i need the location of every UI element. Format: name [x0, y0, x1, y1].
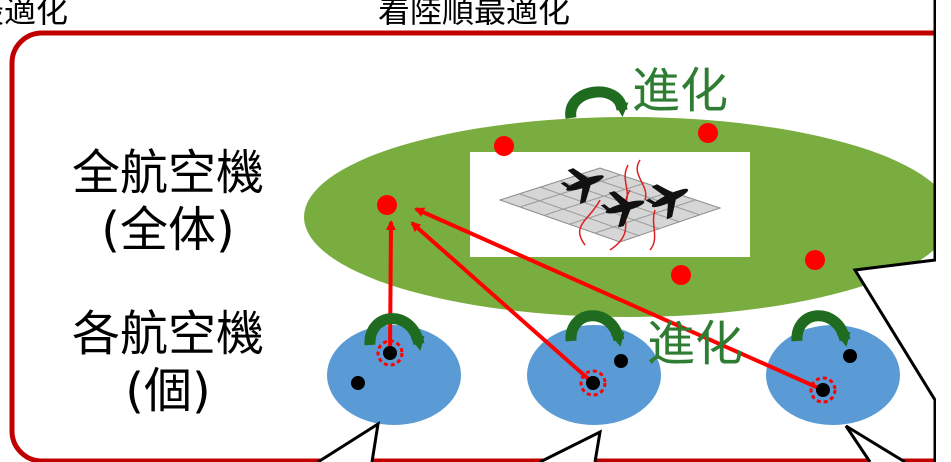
- curved-arrow-icon: [791, 310, 851, 347]
- header-center-clipped: 着陸順最適化: [378, 0, 570, 30]
- individual-point: [843, 349, 857, 363]
- all-aircraft-label: 全航空機: [72, 145, 264, 201]
- population-point: [377, 195, 397, 215]
- airplane-icon: [560, 168, 604, 205]
- airplane-icon: [600, 191, 645, 228]
- callout-tail: [539, 429, 602, 462]
- all-aircraft-sublabel: (全体): [101, 202, 234, 258]
- header-left-clipped: 最適化: [0, 0, 68, 30]
- population-point: [805, 250, 825, 270]
- individual-point: [351, 376, 365, 390]
- evolution-label-top: 進化: [632, 63, 728, 119]
- curved-arrow-icon: [565, 86, 629, 119]
- individual-point: [383, 346, 397, 360]
- frame: [9, 30, 951, 462]
- speech-bubble: [852, 0, 951, 462]
- each-aircraft-label: 各航空機: [72, 306, 264, 362]
- population-point: [698, 123, 718, 143]
- migration-arrow: [385, 220, 396, 354]
- selected-individual: [809, 376, 837, 404]
- individual-point: [614, 354, 628, 368]
- population-point: [671, 265, 691, 285]
- each-aircraft-sublabel: (個): [125, 363, 210, 419]
- individual-ellipse: [327, 325, 461, 425]
- migration-arrow: [410, 221, 595, 385]
- curved-arrow-icon: [565, 310, 625, 347]
- individual-ellipse: [527, 325, 661, 425]
- selected-individual: [376, 339, 404, 367]
- airplane-icon: [645, 184, 689, 220]
- curved-arrow-icon: [364, 313, 425, 351]
- callout-tail: [317, 420, 380, 462]
- population-point: [494, 136, 514, 156]
- individual-ellipse: [766, 325, 900, 425]
- callout-tail: [844, 424, 906, 462]
- evolution-label-mid: 進化: [647, 316, 743, 372]
- individual-point: [586, 376, 600, 390]
- selected-individual: [579, 369, 607, 397]
- migration-arrow: [414, 207, 824, 392]
- individual-point: [816, 383, 830, 397]
- airport-image: [470, 152, 750, 257]
